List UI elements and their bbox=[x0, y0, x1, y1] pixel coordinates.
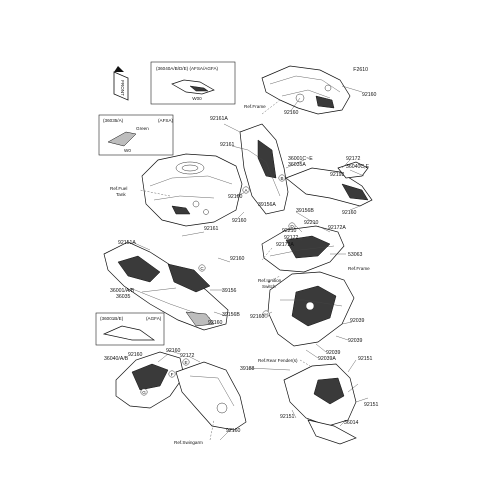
part-label: 92160 bbox=[166, 348, 181, 354]
part-label: 92161 bbox=[204, 226, 219, 232]
part-label: 92151 bbox=[358, 356, 373, 362]
side-fairing-left bbox=[103, 241, 229, 331]
part-label: 92160 bbox=[228, 194, 243, 200]
part-label: 36040/A/B bbox=[104, 356, 129, 362]
part-label: 39156B bbox=[222, 312, 240, 318]
rear-fender bbox=[283, 363, 357, 445]
part-label: 92039 bbox=[326, 350, 341, 356]
part-label: 92160 bbox=[342, 210, 357, 216]
front-label: FRONT bbox=[120, 80, 125, 96]
part-label: 92039 bbox=[348, 338, 363, 344]
part-label: 39188 bbox=[240, 366, 255, 372]
ref-rear-fender: Ref.Rear Fender(s) bbox=[258, 358, 298, 363]
part-label: 92172A bbox=[328, 225, 346, 231]
part-label: 92039A bbox=[318, 356, 336, 362]
part-number-labels: 92160 92160 92161A 92161 36001C~E 36035A… bbox=[104, 92, 379, 434]
callout-c: C bbox=[200, 266, 204, 271]
ref-frame-top: Ref.Frame bbox=[244, 104, 266, 109]
option-box-left-code: (36035/A) bbox=[103, 118, 124, 123]
option-box-top-note: W00 bbox=[192, 96, 202, 101]
part-label: 92151 bbox=[364, 402, 379, 408]
part-label: 39156 bbox=[222, 288, 237, 294]
callout-a: A bbox=[244, 188, 248, 193]
part-label: 92160 bbox=[250, 314, 265, 320]
frame-rear bbox=[261, 65, 351, 115]
part-label: 92192 bbox=[330, 172, 345, 178]
upper-side-cover bbox=[239, 123, 289, 215]
ref-frame-mid: Ref.Frame bbox=[348, 266, 370, 271]
option-box-bottom: (36001B/E) (AGFA) bbox=[95, 312, 165, 346]
part-label: 36001/A/B bbox=[110, 288, 135, 294]
part-label: 92151 bbox=[280, 414, 295, 420]
part-label: 92210 bbox=[304, 220, 319, 226]
part-label: 92172 bbox=[284, 235, 299, 241]
option-box-left: (36035/A) (AFSA) Green W0 bbox=[98, 114, 174, 156]
part-label: 92160 bbox=[362, 92, 377, 98]
option-box-bottom-code: (36001B/E) bbox=[100, 316, 124, 321]
part-label: 92160 bbox=[230, 256, 245, 262]
part-label: 92161 bbox=[220, 142, 235, 148]
part-label: 92160 bbox=[128, 352, 143, 358]
lower-center-cover bbox=[267, 271, 355, 347]
part-label: 92039 bbox=[350, 318, 365, 324]
option-box-top-code: (36040A/B/D/E) (AFSA/AGFA) bbox=[156, 66, 219, 71]
part-label: 36040C,E bbox=[346, 164, 370, 170]
part-label: 39156A bbox=[258, 202, 276, 208]
tail-cover-center bbox=[261, 225, 345, 273]
part-label: 92160 bbox=[208, 320, 223, 326]
option-box-left-note: W0 bbox=[124, 148, 131, 153]
callout-d: D bbox=[290, 224, 294, 229]
callout-h: H bbox=[264, 312, 267, 317]
part-label: 92210 bbox=[282, 228, 297, 234]
callout-circles: A B C D E F G H bbox=[140, 174, 296, 396]
part-label: 36035A bbox=[288, 162, 306, 168]
option-box-left-variant: (AFSA) bbox=[158, 118, 174, 123]
callout-f: F bbox=[171, 372, 174, 377]
part-label: 92151A bbox=[118, 240, 136, 246]
part-label: 92172 bbox=[180, 353, 195, 359]
lower-cover-left bbox=[115, 351, 185, 409]
fuel-tank bbox=[141, 153, 243, 227]
part-label: 92161A bbox=[210, 116, 228, 122]
part-label: 36035 bbox=[116, 294, 131, 300]
part-label: 92160 bbox=[226, 428, 241, 434]
part-label: 53063 bbox=[348, 252, 363, 258]
part-label: 36014 bbox=[344, 420, 359, 426]
callout-e: E bbox=[184, 360, 187, 365]
part-label: 92172A bbox=[276, 242, 294, 248]
swingarm bbox=[175, 361, 247, 431]
ref-swingarm: Ref.Swingarm bbox=[174, 440, 203, 445]
option-box-top: (36040A/B/D/E) (AFSA/AGFA) W00 bbox=[150, 61, 236, 105]
option-box-left-color: Green bbox=[136, 126, 149, 131]
callout-b: B bbox=[280, 176, 283, 181]
part-label: 92160 bbox=[232, 218, 247, 224]
front-arrow-icon: FRONT bbox=[113, 66, 129, 101]
diagram-code: F2610 bbox=[353, 67, 368, 73]
seat-cowl-right bbox=[285, 161, 373, 207]
part-label: 92160 bbox=[284, 110, 299, 116]
part-label: 92172 bbox=[346, 156, 361, 162]
leader-lines bbox=[131, 85, 369, 441]
option-box-bottom-variant: (AGFA) bbox=[146, 316, 162, 321]
part-label: 39156B bbox=[296, 208, 314, 214]
callout-g: G bbox=[142, 390, 146, 395]
part-label: 36001C~E bbox=[288, 156, 313, 162]
